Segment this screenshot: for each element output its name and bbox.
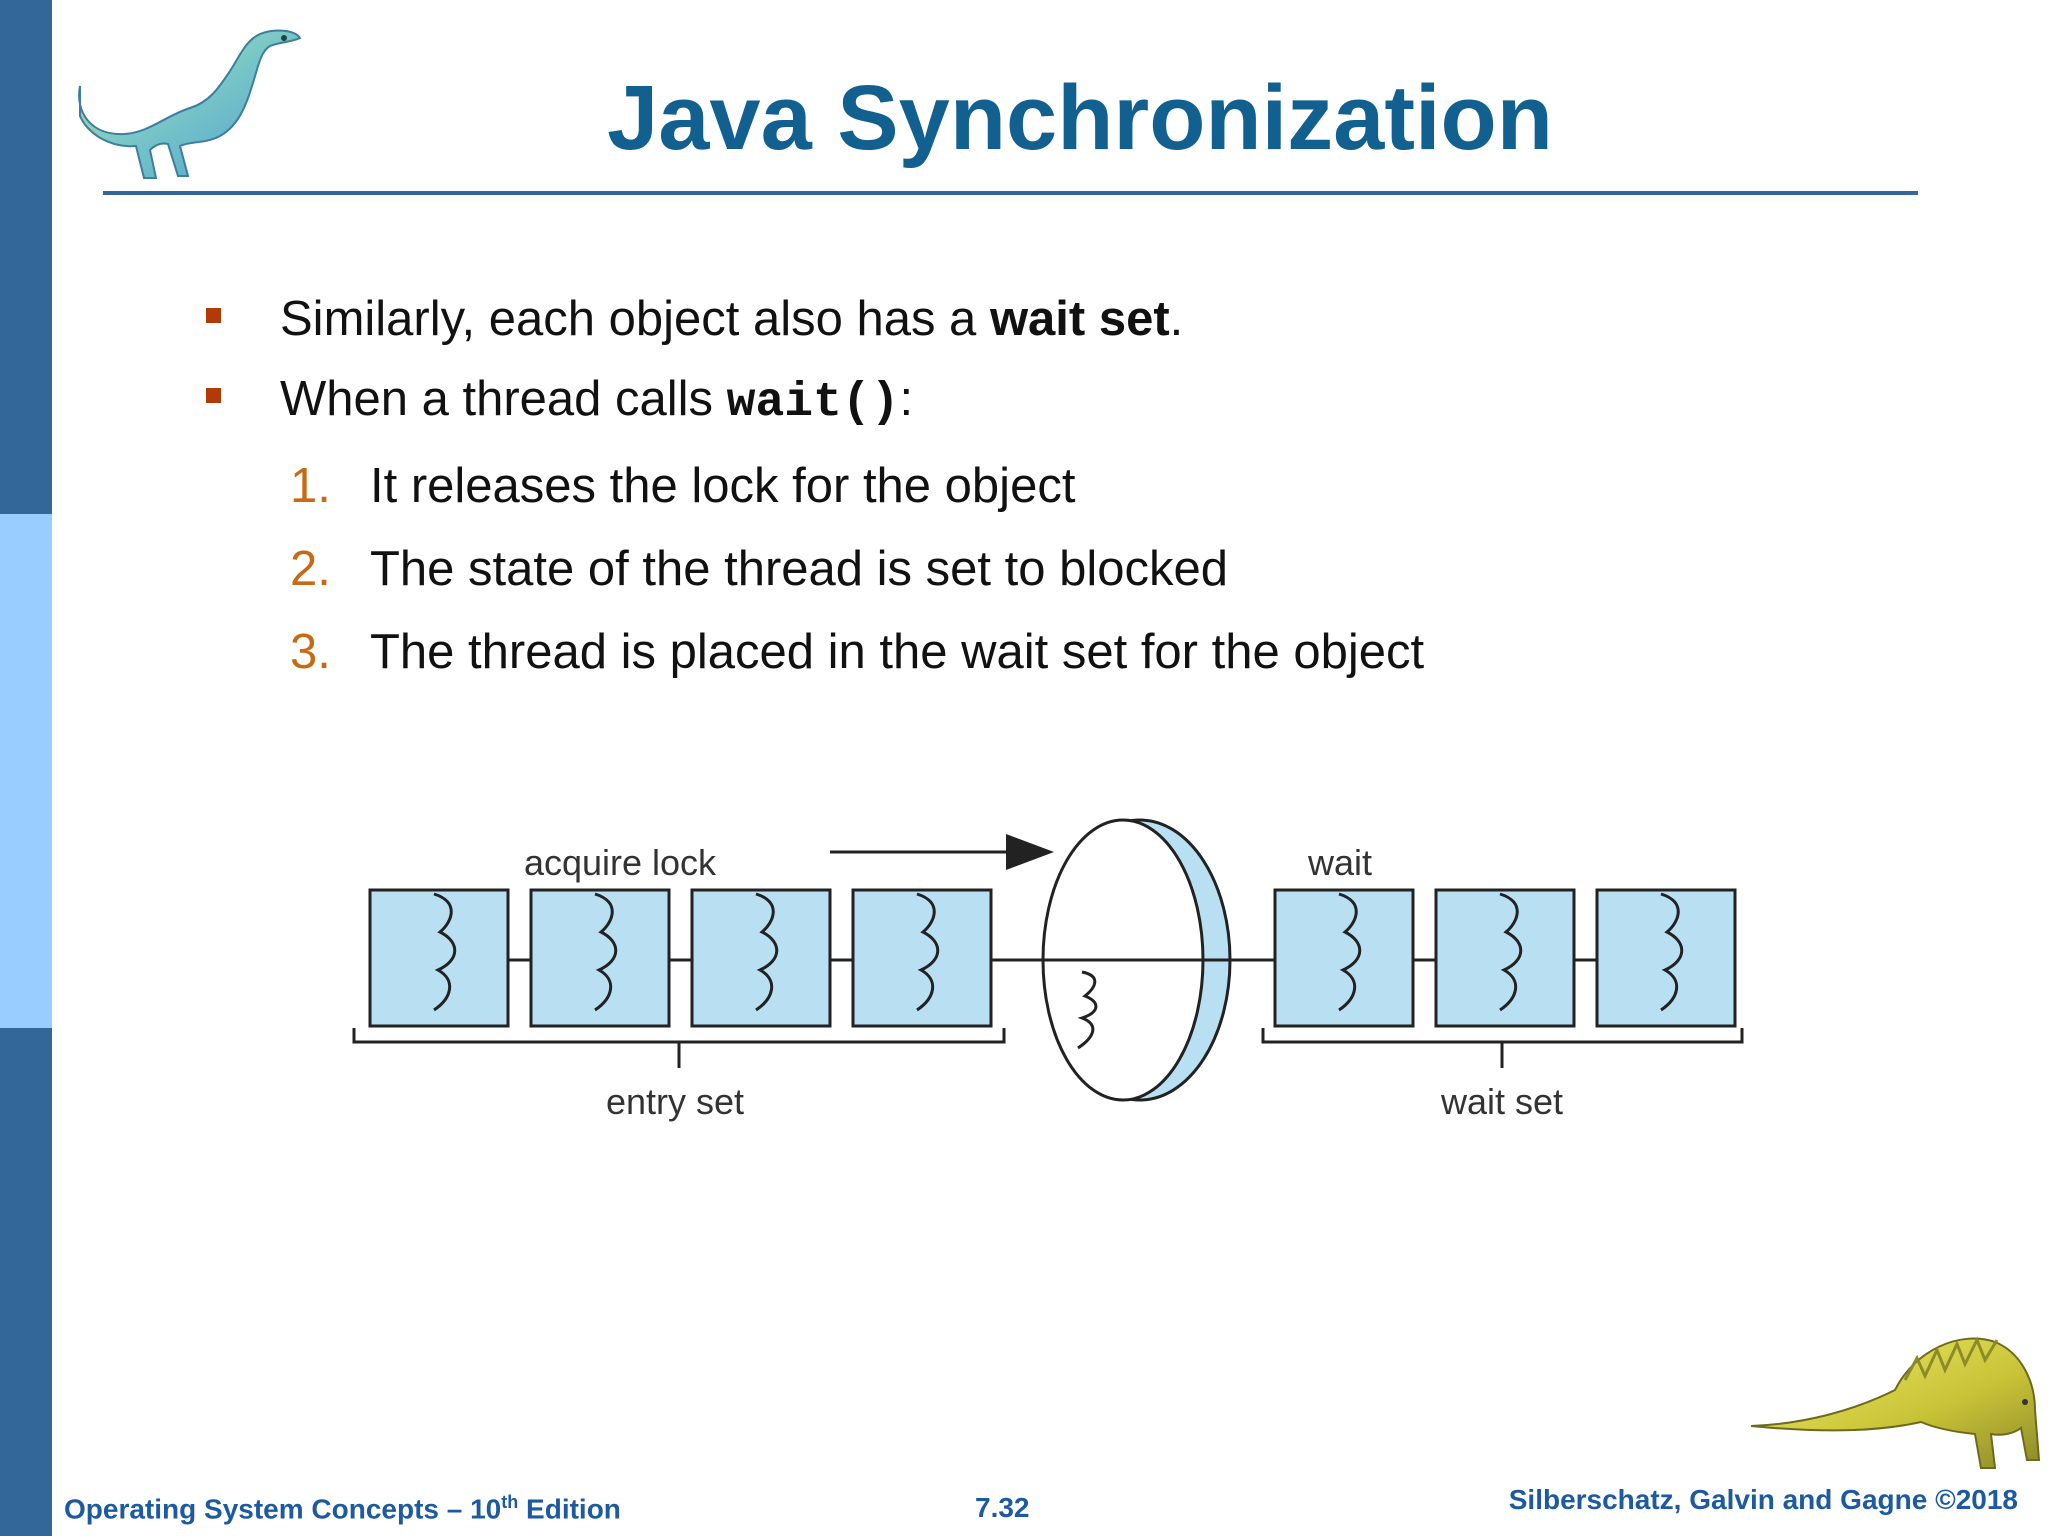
wait-set-bracket [1261,1028,1744,1044]
entry-set-label: entry set [606,1081,744,1122]
thread-squiggle-icon [755,892,779,1012]
thread-box [368,888,510,1028]
title-divider [103,191,1918,195]
entry-set-threads [368,888,993,1028]
wait-label: wait [1307,842,1372,883]
footer-authors: Silberschatz, Galvin and Gagne ©2018 [1508,1484,2018,1515]
thread-squiggle-icon [1338,892,1362,1012]
bullet-square-icon [206,308,221,323]
thread-squiggle-icon [916,892,940,1012]
wait-set-diagram: acquire lock wait object lock owner entr… [352,818,1744,1122]
bullet-square-icon [206,388,221,403]
thread-box [1434,888,1576,1028]
owner-thread-icon [1077,970,1098,1050]
thread-box [1273,888,1415,1028]
item-number: 3. [290,625,331,679]
sidebar-highlight [0,514,52,1028]
footer-book-title: Operating System Concepts – 10th Edition [64,1492,621,1525]
sidebar [0,0,52,1536]
item-text: The thread is placed in the wait set for… [370,625,1425,679]
thread-squiggle-icon [1660,892,1684,1012]
wait-set-label: wait set [1440,1081,1563,1122]
item-text: The state of the thread is set to blocke… [370,542,1229,596]
thread-box [1595,888,1737,1028]
thread-box [851,888,993,1028]
dinosaur-bottom-icon [1750,1336,2041,1469]
item-text: It releases the lock for the object [370,459,1076,513]
item-number: 2. [290,542,331,596]
bullet-text: Similarly, each object also has a wait s… [280,292,1184,346]
thread-box [690,888,832,1028]
slide-title: Java Synchronization [607,67,1553,169]
wait-set-threads [1273,888,1737,1028]
thread-squiggle-icon [1499,892,1523,1012]
thread-squiggle-icon [594,892,618,1012]
acquire-lock-label: acquire lock [524,842,717,883]
thread-box [529,888,671,1028]
entry-set-bracket [352,1028,1006,1044]
item-number: 1. [290,459,331,513]
thread-squiggle-icon [433,892,457,1012]
footer-page-number: 7.32 [975,1492,1030,1523]
dinosaur-top-icon [78,29,302,179]
code-wait: wait() [726,376,900,430]
bullet-text: When a thread calls wait(): [280,372,914,430]
